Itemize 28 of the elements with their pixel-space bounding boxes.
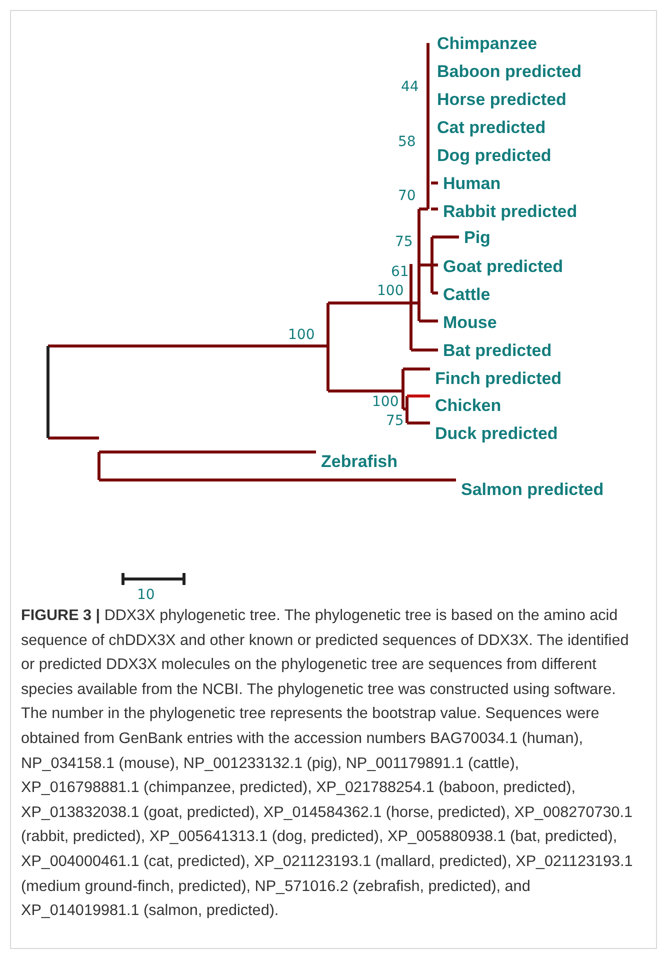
species-label: Duck predicted <box>435 425 558 442</box>
bootstrap-value: 70 <box>398 189 416 203</box>
bootstrap-value: 100 <box>372 395 399 409</box>
species-label: Rabbit predicted <box>443 203 578 220</box>
species-label: Cattle <box>443 286 490 303</box>
species-label: Zebrafish <box>321 453 398 470</box>
bootstrap-value: 75 <box>386 414 404 428</box>
species-label: Horse predicted <box>437 91 566 108</box>
species-label: Finch predicted <box>435 370 562 387</box>
figure-caption: FIGURE 3 | DDX3X phylogenetic tree. The phylogenetic tree is based on the amino acid sequence of chDDX3X and other known or predicted sequences of DDX3X. The identified or predicted DDX3X molecules on the phylogenetic tree are sequences from different species available from the NCBI. The phylogenetic tree was constructed using software. The number in the phylogenetic tree represents the bootstrap value. Sequences were obtained from GenBank entries with the accession numbers BAG70034.1 (human), NP_034158.1 (mouse), NP_001233132.1 (pig), NP_001179891.1 (cattle), XP_016798881.1 (chimpanzee, predicted), XP_021788254.1 (baboon, predicted), XP_013832038.1 (goat, predicted), XP_014584362.1 (horse, predicted), XP_008270730.1 (rabbit, predicted), XP_005641313.1 (dog, predicted), XP_005880938.1 (bat, predicted), XP_004000461.1 (cat, predicted), XP_021123193.1 (mallard, predicted), XP_021123193.1 (medium ground-finch, predicted), NP_571016.2 (zebrafish, predicted), and XP_014019981.1 (salmon, predicted). <box>21 606 634 922</box>
species-label: Baboon predicted <box>437 63 582 80</box>
species-label: Pig <box>464 229 490 246</box>
bootstrap-value: 100 <box>377 284 404 298</box>
species-label: Bat predicted <box>443 342 552 359</box>
bootstrap-value: 58 <box>398 135 416 149</box>
species-label: Cat predicted <box>437 119 546 136</box>
species-label: Dog predicted <box>437 147 552 164</box>
bootstrap-value: 75 <box>395 235 413 249</box>
species-label: Human <box>443 175 501 192</box>
bootstrap-value: 61 <box>391 265 409 279</box>
species-label: Salmon predicted <box>461 481 604 498</box>
species-label: Chimpanzee <box>437 35 538 52</box>
species-label: Goat predicted <box>443 258 563 275</box>
scale-label: 10 <box>137 588 155 602</box>
species-label: Chicken <box>435 397 502 414</box>
species-label: Mouse <box>443 314 497 331</box>
bootstrap-value: 100 <box>288 328 315 342</box>
bootstrap-value: 44 <box>401 80 419 94</box>
